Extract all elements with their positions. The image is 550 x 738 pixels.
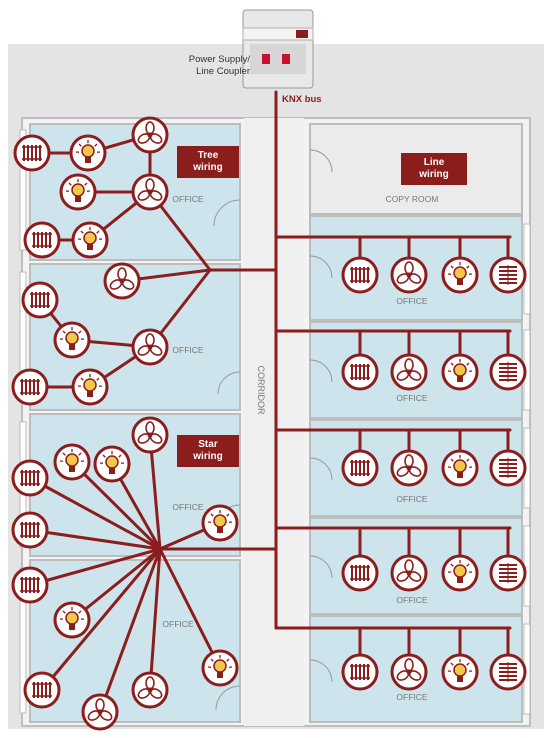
office-label: OFFICE (396, 595, 427, 605)
office-label: OFFICE (396, 393, 427, 403)
radiator-icon (343, 258, 377, 292)
tree-wiring-tag-line1: Tree (180, 150, 236, 162)
lamp-icon (443, 451, 477, 485)
fan-icon (105, 264, 139, 298)
radiator-icon (23, 283, 57, 317)
fan-icon (133, 418, 167, 452)
blinds-icon (491, 451, 525, 485)
tree-wiring-tag: Tree wiring (177, 146, 239, 178)
fan-icon (133, 175, 167, 209)
power-supply-label: Power Supply/ Line Coupler (150, 54, 250, 78)
lamp-icon (443, 355, 477, 389)
lamp-icon (203, 651, 237, 685)
fan-icon (133, 118, 167, 152)
office-label: OFFICE (172, 345, 203, 355)
knx-bus-label: KNX bus (282, 94, 322, 105)
radiator-icon (13, 370, 47, 404)
line-wiring-tag-line2: wiring (404, 169, 464, 181)
office-label: OFFICE (172, 502, 203, 512)
lamp-icon (61, 175, 95, 209)
radiator-icon (343, 556, 377, 590)
fan-icon (83, 695, 117, 729)
office-label: OFFICE (396, 296, 427, 306)
radiator-icon (343, 355, 377, 389)
line-wiring-tag: Line wiring (401, 153, 467, 185)
office-label: OFFICE (162, 619, 193, 629)
fan-icon (392, 556, 426, 590)
lamp-icon (73, 370, 107, 404)
power-supply-label-line2: Line Coupler (150, 66, 250, 78)
radiator-icon (343, 655, 377, 689)
star-wiring-tag-line2: wiring (180, 451, 236, 463)
lamp-icon (55, 323, 89, 357)
lamp-icon (95, 447, 129, 481)
fan-icon (392, 451, 426, 485)
radiator-icon (13, 568, 47, 602)
office-label: OFFICE (396, 692, 427, 702)
blinds-icon (491, 556, 525, 590)
radiator-icon (13, 513, 47, 547)
lamp-icon (443, 258, 477, 292)
radiator-icon (25, 223, 59, 257)
fan-icon (392, 655, 426, 689)
lamp-icon (73, 223, 107, 257)
fan-icon (392, 258, 426, 292)
office-label: OFFICE (172, 194, 203, 204)
star-wiring-tag-line1: Star (180, 439, 236, 451)
line-wiring-tag-line1: Line (404, 157, 464, 169)
radiator-icon (343, 451, 377, 485)
corridor (244, 118, 304, 726)
lamp-icon (203, 506, 237, 540)
fan-icon (133, 673, 167, 707)
star-wiring-tag: Star wiring (177, 435, 239, 467)
radiator-icon (25, 673, 59, 707)
tree-wiring-tag-line2: wiring (180, 162, 236, 174)
office-label: OFFICE (396, 494, 427, 504)
radiator-icon (15, 136, 49, 170)
blinds-icon (491, 655, 525, 689)
power-supply-label-line1: Power Supply/ (150, 54, 250, 66)
lamp-icon (55, 603, 89, 637)
corridor-label: CORRIDOR (256, 366, 266, 415)
copy-room-label: COPY ROOM (386, 194, 439, 204)
lamp-icon (71, 136, 105, 170)
blinds-icon (491, 355, 525, 389)
fan-icon (392, 355, 426, 389)
lamp-icon (443, 556, 477, 590)
fan-icon (133, 330, 167, 364)
lamp-icon (443, 655, 477, 689)
blinds-icon (491, 258, 525, 292)
radiator-icon (13, 461, 47, 495)
knx-device-icon (243, 10, 313, 88)
lamp-icon (55, 445, 89, 479)
